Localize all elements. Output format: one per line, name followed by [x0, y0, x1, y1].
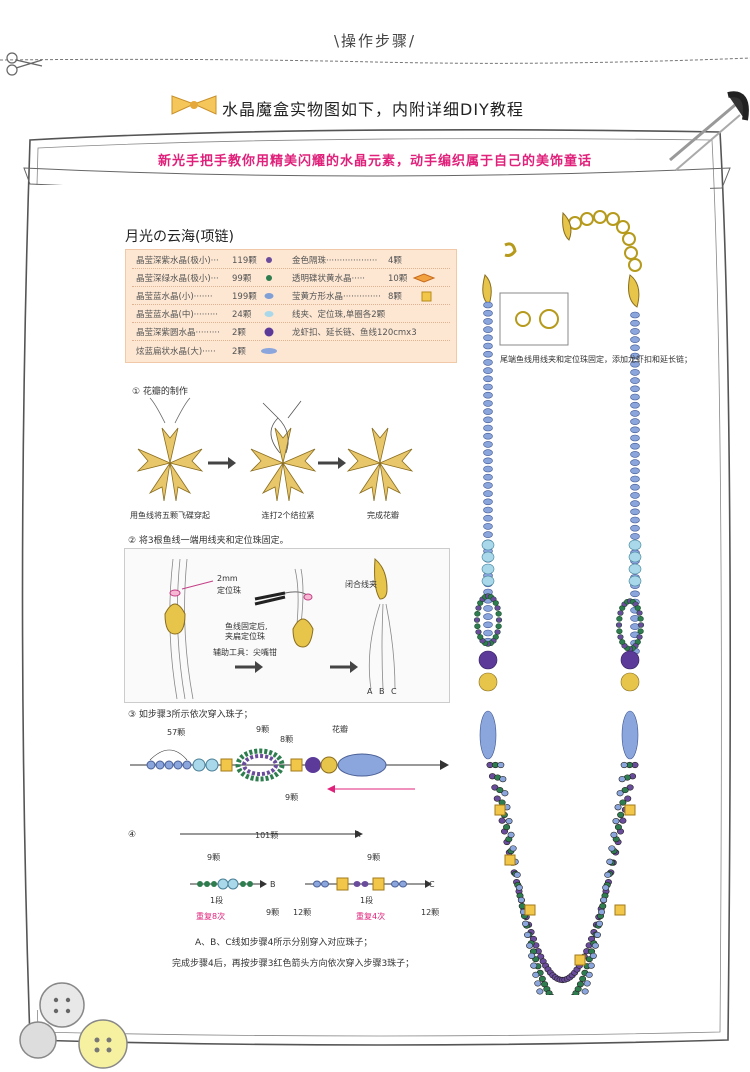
extension-chain-icon — [568, 210, 642, 272]
material-bead-swatches — [261, 257, 436, 354]
side-12-left: 12颗 — [293, 908, 312, 917]
step4-note-1: A、B、C线如步骤4所示分别穿入对应珠子； — [195, 938, 373, 948]
material-row: 线夹、定位珠,单圈各2颗 — [292, 310, 386, 320]
material-row: 晶莹深绿水晶(极小)···99颗 — [136, 274, 252, 284]
page-subtitle: 水晶魔盒实物图如下，内附详细DIY教程 — [222, 100, 524, 119]
material-row: 透明碟状黄水晶·····10颗 — [292, 274, 408, 284]
segment-left: 1段 — [210, 896, 224, 905]
scissors-icon — [6, 52, 43, 76]
step1-caption-2: 连打2个结拉紧 — [261, 511, 315, 520]
step2-diagram — [164, 557, 396, 700]
material-row: 晶莹蓝水晶(中)·········24颗 — [136, 310, 252, 320]
step1-diagram — [137, 397, 413, 502]
line-letter-b: B — [379, 687, 385, 696]
step2-note-clamp: 夹扁定位珠 — [225, 632, 265, 641]
section-header: \操作步骤/ — [333, 32, 417, 50]
flower-petal-icon — [137, 397, 203, 502]
count-9-right: 9颗 — [367, 853, 381, 862]
count-9-left: 9颗 — [207, 853, 221, 862]
flower-petal-icon — [250, 400, 316, 502]
button-decoration-icon — [19, 982, 128, 1069]
step1-caption-1: 用鱼线将五颗飞碟穿起 — [130, 511, 210, 520]
petal-label: 花瓣 — [332, 725, 348, 734]
safety-pin-icon — [669, 91, 749, 171]
material-row: 金色隔珠···················4颗 — [292, 256, 402, 266]
flower-petal-icon — [347, 427, 413, 502]
material-row: 晶莹深紫水晶(极小)···119颗 — [136, 256, 257, 266]
step2-title: ② 将3根鱼线一端用线夹和定位珠固定。 — [128, 536, 289, 546]
step2-box: 2mm 定位珠 鱼线固定后, 夹扁定位珠 辅助工具：尖嘴钳 闭合线夹 A B C — [124, 548, 450, 703]
arrow-right-icon — [330, 661, 358, 673]
tagline: 新光手把手教你用精美闪耀的水晶元素，动手编织属于自己的美饰童话 — [157, 154, 592, 169]
count-9b: 9颗 — [285, 793, 299, 802]
necklace-illustration — [473, 210, 645, 995]
line-letter-c: C — [391, 687, 397, 696]
piece-title: 月光の云海(项链) — [125, 229, 234, 245]
repeat-4: 重复4次 — [356, 912, 386, 921]
material-row: 晶莹蓝水晶(小)·······199颗 — [136, 292, 257, 302]
step3-title: ③ 如步骤3所示依次穿入珠子； — [128, 710, 253, 720]
bow-icon — [171, 95, 217, 115]
bead-size-label: 2mm — [217, 574, 238, 583]
arrow-right-icon — [235, 661, 263, 673]
necklace-note: 尾端鱼线用线夹和定位珠固定，添加龙虾扣和延长链； — [500, 355, 692, 364]
step2-tool: 辅助工具：尖嘴钳 — [213, 648, 277, 657]
step3-diagram — [130, 748, 449, 793]
bead-name-label: 定位珠 — [217, 586, 241, 595]
count-101: 101颗 — [255, 831, 279, 840]
side-12-right: 12颗 — [421, 908, 440, 917]
count-8: 8颗 — [280, 735, 294, 744]
line-b-letter: B — [270, 880, 276, 889]
count-57: 57颗 — [167, 728, 186, 737]
materials-table: 晶莹深紫水晶(极小)···119颗 晶莹深绿水晶(极小)···99颗 晶莹蓝水晶… — [125, 249, 457, 363]
step2-note-fixed: 鱼线固定后, — [225, 622, 268, 631]
material-row: 晶莹深紫圆水晶·········2颗 — [136, 328, 246, 338]
step4-lines-bc — [190, 877, 432, 891]
line-a-letter: A — [355, 830, 361, 839]
material-row: 莹黄方形水晶··············8颗 — [292, 292, 402, 302]
line-c-letter: C — [429, 880, 435, 889]
segment-right: 1段 — [360, 896, 374, 905]
count-9a: 9颗 — [256, 725, 270, 734]
arrow-right-icon — [318, 457, 346, 469]
side-9: 9颗 — [266, 908, 280, 917]
repeat-8: 重复8次 — [196, 912, 226, 921]
material-row: 炫蓝扁状水晶(大)·····2颗 — [136, 347, 246, 357]
step1-caption-3: 完成花瓣 — [367, 511, 399, 520]
step4-title: ④ — [128, 830, 137, 840]
step4-note-2: 完成步骤4后，再按步骤3红色箭头方向依次穿入步骤3珠子； — [172, 959, 415, 969]
material-row: 龙虾扣、延长链、鱼线120cmx3 — [292, 328, 417, 338]
step1-title: ① 花瓣的制作 — [132, 387, 188, 397]
closed-clasp-label: 闭合线夹 — [345, 580, 377, 589]
arrow-right-icon — [208, 457, 236, 469]
step4-line-a — [180, 830, 363, 838]
line-letter-a: A — [367, 687, 373, 696]
